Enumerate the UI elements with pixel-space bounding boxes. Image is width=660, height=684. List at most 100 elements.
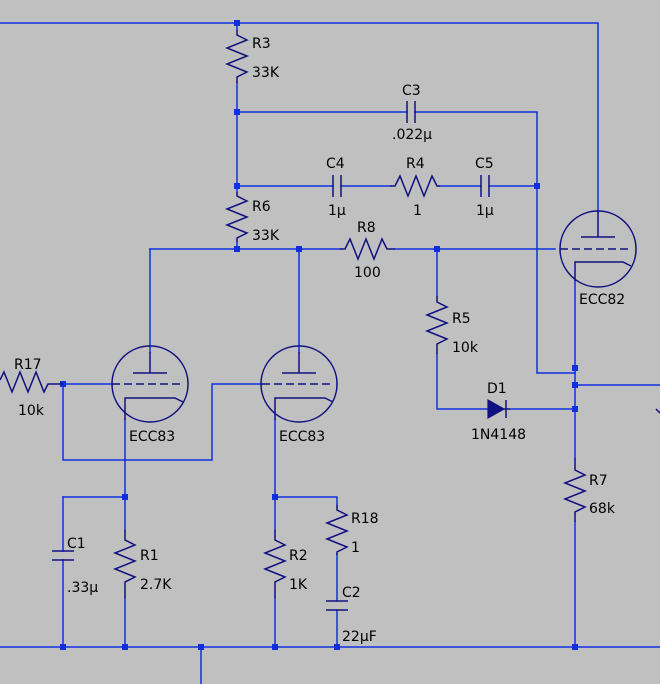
diode-d1[interactable]: D1 1N4148 — [471, 381, 526, 443]
capacitor-c3-value: .022µ — [392, 127, 432, 143]
resistor-r2-value: 1K — [289, 577, 308, 593]
tube-v3[interactable]: ECC82 — [559, 210, 637, 308]
junction-dot — [572, 365, 578, 371]
resistor-r7-ref: R7 — [589, 473, 608, 489]
capacitor-c1-ref: C1 — [67, 536, 86, 552]
tube-v2-model: ECC83 — [279, 429, 325, 445]
capacitor-c3-symbol — [406, 101, 416, 123]
resistor-r18[interactable]: R18 1 — [324, 505, 379, 556]
resistor-r7-symbol — [562, 458, 588, 522]
resistor-r18-value: 1 — [351, 540, 360, 556]
tube-v2[interactable]: ECC83 — [260, 345, 338, 445]
resistor-r17-ref: R17 — [14, 357, 42, 373]
capacitor-c4-value: 1µ — [328, 203, 346, 219]
junction-dot — [572, 406, 578, 412]
tube-v3-model: ECC82 — [579, 292, 625, 308]
diode-d1-value: 1N4148 — [471, 427, 526, 443]
tube-v2-plate — [282, 352, 316, 374]
capacitor-c2-symbol — [326, 600, 348, 611]
junction-dot — [272, 494, 278, 500]
tube-v1-cathode — [124, 397, 184, 420]
resistor-r4[interactable]: R4 1 — [390, 156, 440, 219]
junction-dot — [534, 183, 540, 189]
resistor-r3-ref: R3 — [252, 36, 271, 52]
diode-d1-ref: D1 — [487, 381, 507, 397]
junction-dot — [122, 494, 128, 500]
capacitor-c5-value: 1µ — [476, 203, 494, 219]
diode-d1-symbol — [487, 398, 506, 420]
junction-dot — [234, 109, 240, 115]
junction-dot — [334, 644, 340, 650]
capacitor-c1-value: .33µ — [67, 580, 98, 596]
resistor-r7-value: 68k — [589, 501, 616, 517]
resistor-r6-symbol — [224, 192, 250, 242]
resistor-r8[interactable]: R8 100 — [340, 220, 395, 281]
junction-dot — [572, 644, 578, 650]
resistor-r18-symbol — [324, 505, 350, 555]
junction-dot — [234, 20, 240, 26]
resistor-r4-value: 1 — [413, 203, 422, 219]
resistor-r18-ref: R18 — [351, 511, 379, 527]
resistor-r8-ref: R8 — [357, 220, 376, 236]
resistor-r5-value: 10k — [452, 340, 479, 356]
resistor-r17-symbol — [0, 369, 63, 395]
capacitor-c4-ref: C4 — [326, 156, 345, 172]
resistor-r6[interactable]: R6 33K — [224, 192, 280, 244]
junction-dot — [234, 183, 240, 189]
capacitor-c5-ref: C5 — [475, 156, 494, 172]
resistor-r4-ref: R4 — [406, 156, 425, 172]
resistor-r1-ref: R1 — [140, 548, 159, 564]
junction-dot — [272, 644, 278, 650]
capacitor-c2[interactable]: C2 22µF — [326, 585, 377, 645]
resistor-r2-ref: R2 — [289, 548, 308, 564]
resistor-r3[interactable]: R3 33K — [224, 30, 280, 83]
junction-dot — [434, 246, 440, 252]
junction-dot — [296, 246, 302, 252]
wires — [0, 22, 660, 684]
resistor-r5-ref: R5 — [452, 311, 471, 327]
capacitor-c2-ref: C2 — [342, 585, 361, 601]
capacitor-c1-symbol — [52, 550, 74, 561]
resistor-r1-value: 2.7K — [140, 577, 172, 593]
junction-dot — [572, 382, 578, 388]
resistor-r1[interactable]: R1 2.7K — [112, 530, 172, 598]
resistor-r7[interactable]: R7 68k — [562, 458, 616, 522]
resistor-r4-symbol — [390, 173, 440, 199]
junction-dot — [60, 644, 66, 650]
capacitor-c4-symbol — [332, 175, 342, 197]
resistor-r5[interactable]: R5 10k — [424, 296, 479, 356]
resistor-r17-value: 10k — [18, 403, 45, 419]
diode-d1-bar — [504, 400, 510, 418]
capacitor-c5-symbol — [480, 175, 490, 197]
resistor-r3-symbol — [224, 30, 250, 83]
resistor-r8-value: 100 — [354, 265, 381, 281]
resistor-r17[interactable]: R17 10k — [0, 357, 63, 419]
tube-v3-cathode — [574, 261, 632, 281]
output-edge-mark — [655, 408, 660, 414]
resistor-r2[interactable]: R2 1K — [262, 530, 308, 598]
capacitor-c4[interactable]: C4 1µ — [326, 156, 346, 219]
capacitor-c2-value: 22µF — [342, 629, 377, 645]
capacitor-c3[interactable]: C3 .022µ — [392, 83, 432, 143]
resistor-r2-symbol — [262, 530, 288, 598]
resistor-r1-symbol — [112, 530, 138, 598]
capacitor-c3-ref: C3 — [402, 83, 421, 99]
resistor-r6-ref: R6 — [252, 199, 271, 215]
tube-v1-model: ECC83 — [129, 429, 175, 445]
resistor-r6-value: 33K — [252, 228, 280, 244]
junctions — [60, 20, 578, 650]
junction-dot — [122, 644, 128, 650]
capacitor-c5[interactable]: C5 1µ — [475, 156, 494, 219]
capacitor-c1[interactable]: C1 .33µ — [52, 536, 98, 596]
tube-v3-plate — [581, 212, 615, 238]
resistor-r5-symbol — [424, 296, 450, 354]
tube-v1[interactable]: ECC83 — [111, 345, 189, 445]
resistor-r3-value: 33K — [252, 65, 280, 81]
tube-v2-envelope — [260, 345, 338, 423]
tube-v2-cathode — [274, 397, 334, 420]
junction-dot — [234, 246, 240, 252]
tube-v1-plate — [133, 352, 167, 374]
junction-dot — [198, 644, 204, 650]
resistor-r8-symbol — [340, 236, 395, 262]
